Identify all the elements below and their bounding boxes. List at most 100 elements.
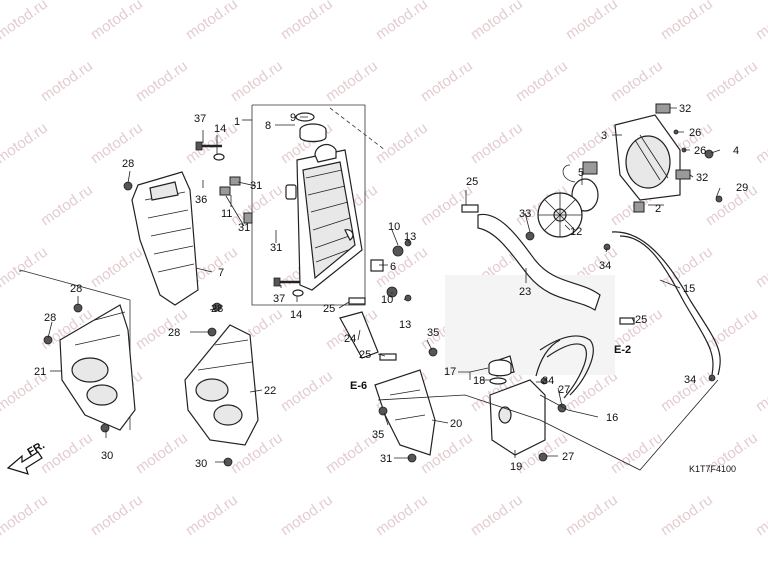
watermark-text: motod.ru	[0, 491, 51, 539]
callout-13-upper: 13	[404, 231, 416, 243]
callout-28-e: 28	[211, 303, 223, 315]
bolts-37	[195, 141, 304, 297]
callout-18: 18	[473, 375, 485, 387]
callout-28-b: 28	[70, 283, 82, 295]
callout-31-a: 31	[250, 180, 262, 192]
callout-7: 7	[218, 267, 224, 279]
reserve-cap-17-18	[488, 359, 512, 385]
watermark-text: motod.ru	[563, 491, 621, 539]
callout-28-c: 28	[44, 312, 56, 324]
callout-10-lower: 10	[381, 294, 393, 306]
watermark-text: motod.ru	[278, 0, 336, 43]
watermark-text: motod.ru	[88, 491, 146, 539]
watermark-text: motod.ru	[0, 181, 1, 229]
watermark-text: motod.ru	[88, 119, 146, 167]
callout-31-d: 31	[380, 453, 392, 465]
callout-16: 16	[606, 412, 618, 424]
fasteners	[43, 129, 723, 467]
callout-10-upper: 10	[388, 221, 400, 233]
watermark-text: motod.ru	[753, 491, 768, 539]
watermark-text: motod.ru	[608, 57, 666, 105]
callout-6: 6	[390, 261, 396, 273]
watermark-text: motod.ru	[183, 119, 241, 167]
reserve-hose-16	[539, 335, 594, 399]
overflow-hose-15	[611, 231, 721, 376]
callout-27-lower: 27	[562, 451, 574, 463]
callout-12: 12	[570, 226, 582, 238]
watermark-text: motod.ru	[88, 0, 146, 43]
callout-4: 4	[733, 145, 739, 157]
fan-shroud	[614, 114, 681, 201]
callout-25-lower: 25	[359, 349, 371, 361]
callout-24: 24	[344, 333, 356, 345]
radiator	[285, 143, 363, 291]
watermark-text: motod.ru	[0, 0, 51, 43]
watermark-text: motod.ru	[658, 491, 716, 539]
watermark-text: motod.ru	[183, 491, 241, 539]
watermark-text: motod.ru	[608, 429, 666, 477]
callout-26-upper: 26	[689, 127, 701, 139]
watermark-text: motod.ru	[753, 243, 768, 291]
callout-32-lower: 32	[696, 172, 708, 184]
callout-labels: 1 2 3 4 5 6 7 8 9 10 10 11 12 13 13 14 1…	[34, 103, 748, 474]
watermark-text: motod.ru	[753, 119, 768, 167]
callout-14-lower: 14	[290, 309, 302, 321]
watermark-text: motod.ru	[0, 57, 1, 105]
callout-30-left: 30	[101, 450, 113, 462]
callout-25-top: 25	[466, 176, 478, 188]
callout-8: 8	[265, 120, 271, 132]
left-side-cover	[59, 304, 136, 431]
watermark-text: motod.ru	[418, 57, 476, 105]
front-direction-label: FR.	[26, 439, 47, 458]
leader-lines	[47, 107, 721, 471]
watermark-text: motod.ru	[753, 367, 768, 415]
watermark-text: motod.ru	[0, 243, 51, 291]
reference-e2: E-2	[614, 344, 631, 356]
callout-36: 36	[195, 194, 207, 206]
callout-35-lower: 35	[372, 429, 384, 441]
callout-34-lower: 34	[542, 375, 554, 387]
watermark-text: motod.ru	[323, 57, 381, 105]
callout-3: 3	[601, 130, 607, 142]
watermark-text: motod.ru	[563, 119, 621, 167]
upper-hose-23	[477, 213, 601, 311]
callout-34-upper: 34	[599, 260, 611, 272]
callout-17: 17	[444, 366, 456, 378]
watermark-text: motod.ru	[38, 429, 96, 477]
callout-25-right: 25	[635, 314, 647, 326]
watermark-text: motod.ru	[38, 181, 96, 229]
clips-and-brackets	[219, 103, 691, 361]
radiator-group-box	[251, 104, 386, 306]
watermark-text: motod.ru	[133, 305, 191, 353]
callout-9: 9	[290, 112, 296, 124]
callout-30-right: 30	[195, 458, 207, 470]
watermark-text: motod.ru	[373, 491, 431, 539]
callout-34-right: 34	[684, 374, 696, 386]
callout-22: 22	[264, 385, 276, 397]
callout-2: 2	[655, 203, 661, 215]
callout-19: 19	[510, 461, 522, 473]
watermark-text: motod.ru	[0, 305, 1, 353]
callout-25-mid: 25	[323, 303, 335, 315]
watermark-text: motod.ru	[373, 0, 431, 43]
callout-14-upper: 14	[214, 123, 226, 135]
callout-20: 20	[450, 418, 462, 430]
watermark-text: motod.ru	[0, 119, 51, 167]
watermark-text: motod.ru	[133, 57, 191, 105]
watermark-text: motod.ru	[278, 491, 336, 539]
cooling-fan	[537, 192, 583, 238]
reference-e6: E-6	[350, 380, 367, 392]
watermark-text: motod.ru	[703, 181, 761, 229]
right-side-cover	[184, 324, 259, 446]
watermark-text: motod.ru	[658, 0, 716, 43]
watermark-text: motod.ru	[183, 0, 241, 43]
callout-37-lower: 37	[273, 293, 285, 305]
watermark-text: motod.ru	[88, 243, 146, 291]
callout-23: 23	[519, 286, 531, 298]
callout-26-lower: 26	[694, 145, 706, 157]
callout-1: 1	[234, 116, 240, 128]
callout-37-upper: 37	[194, 113, 206, 125]
watermark-text: motod.ru	[513, 57, 571, 105]
callout-31-c: 31	[270, 242, 282, 254]
